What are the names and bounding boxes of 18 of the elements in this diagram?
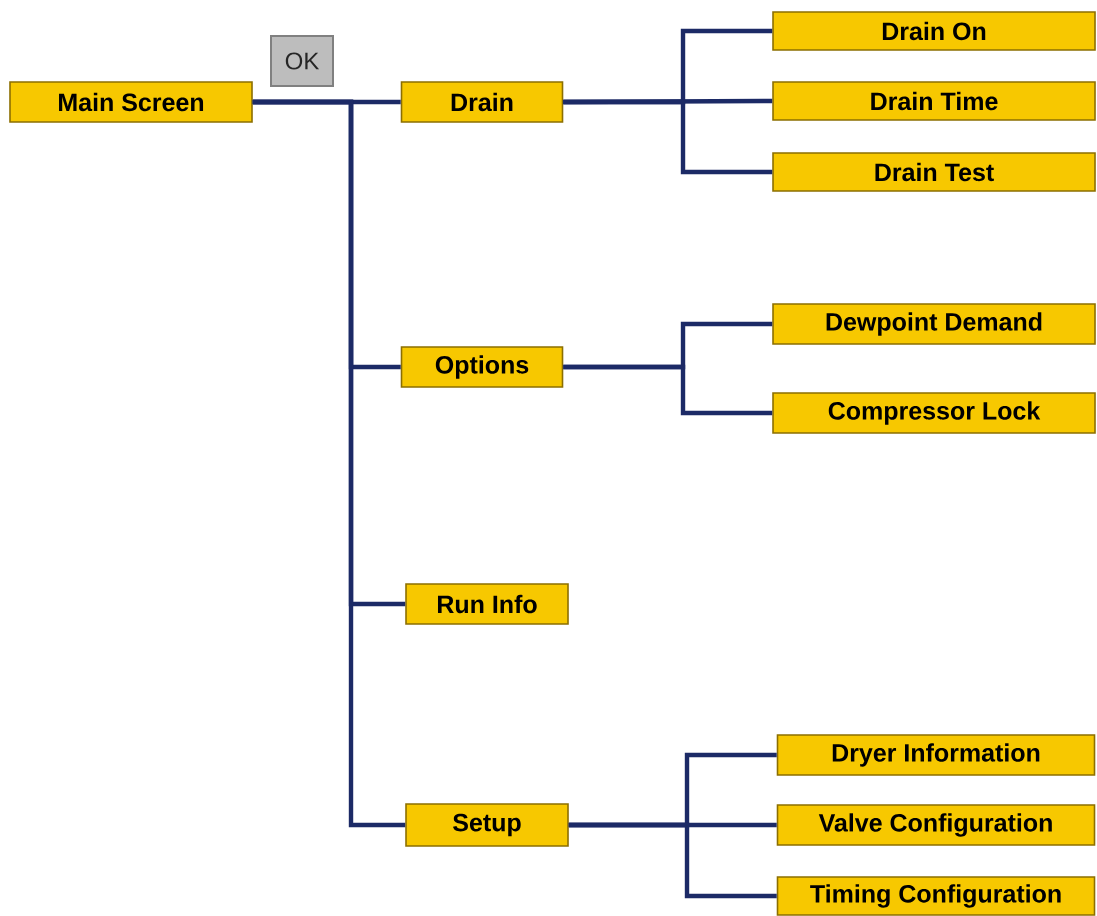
menu-button: Dewpoint Demand <box>772 303 1096 345</box>
menu-button: Drain On <box>772 11 1096 51</box>
menu-button: Dryer Information <box>776 734 1096 776</box>
menu-button: Timing Configuration <box>776 876 1096 916</box>
ok-button: OK <box>270 35 334 87</box>
menu-button: Compressor Lock <box>772 392 1096 434</box>
menu-button: Main Screen <box>9 81 253 123</box>
menu-button: Valve Configuration <box>776 804 1096 846</box>
menu-button: Drain <box>400 81 564 123</box>
connector-line <box>563 364 773 416</box>
menu-button: Options <box>400 346 564 388</box>
menu-button: Run Info <box>405 583 569 625</box>
menu-button: Drain Test <box>772 152 1096 192</box>
connector-line <box>563 99 773 175</box>
menu-button: Setup <box>405 803 569 847</box>
menu-button: Drain Time <box>772 81 1096 121</box>
connector-line <box>568 822 777 899</box>
connector-line <box>252 99 406 828</box>
